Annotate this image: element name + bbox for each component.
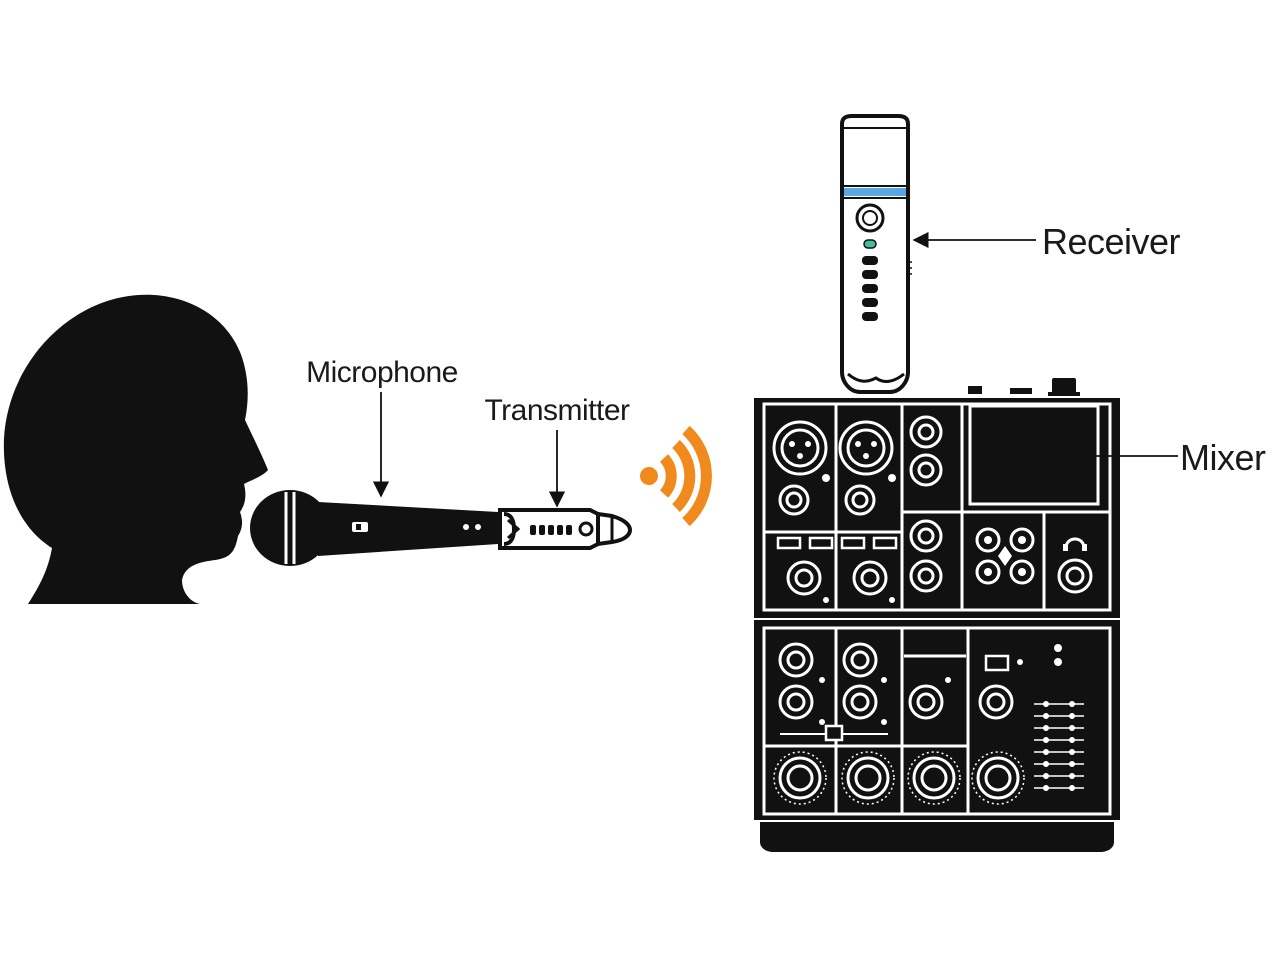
mixer-display bbox=[968, 404, 1100, 506]
transmitter bbox=[498, 508, 633, 550]
receiver-label: Receiver bbox=[1042, 221, 1181, 262]
head-silhouette-icon bbox=[3, 294, 268, 604]
microphone bbox=[250, 490, 498, 566]
mixer bbox=[754, 378, 1120, 852]
mixer-label: Mixer bbox=[1180, 437, 1266, 478]
transmitter-power-button bbox=[578, 521, 594, 537]
microphone-grille bbox=[250, 490, 330, 566]
microphone-label: Microphone bbox=[306, 356, 458, 389]
microphone-handle bbox=[318, 502, 498, 556]
receiver-led bbox=[863, 239, 877, 249]
receiver bbox=[840, 114, 912, 394]
receiver-indicator-band bbox=[844, 188, 906, 196]
receiver-buttons bbox=[862, 256, 878, 321]
transmitter-label: Transmitter bbox=[484, 394, 630, 427]
transmitter-buttons bbox=[530, 525, 572, 535]
wireless-signal-icon bbox=[640, 425, 712, 527]
mixer-xlr-inputs bbox=[772, 420, 894, 476]
